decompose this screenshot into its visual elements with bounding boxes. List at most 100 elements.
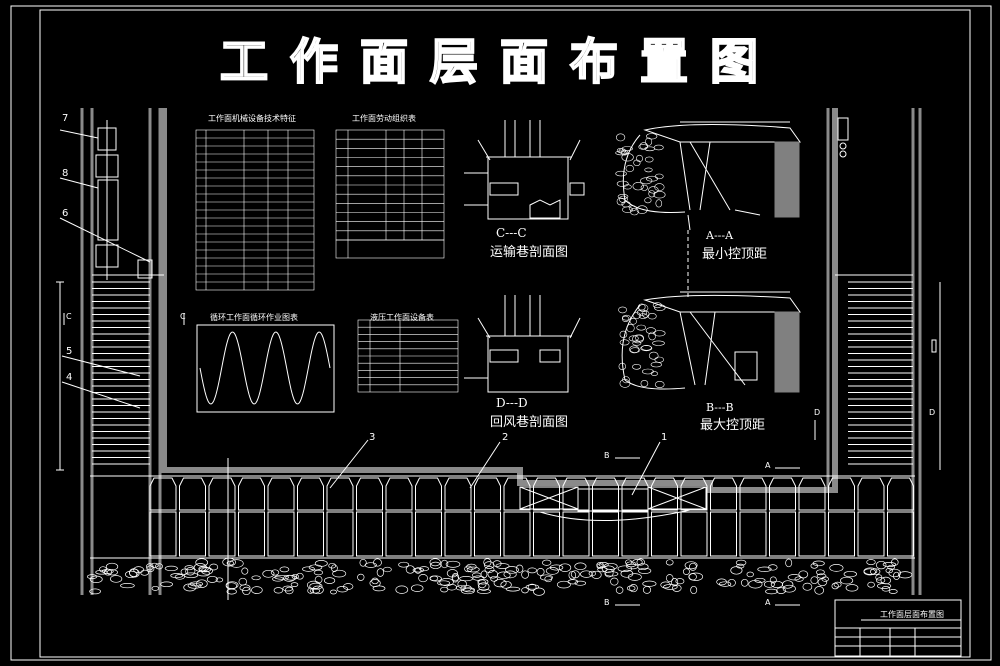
rubble-stone	[840, 576, 854, 585]
rubble-stone	[625, 164, 634, 173]
rubble-stone	[187, 582, 202, 589]
rubble-stone	[309, 582, 323, 590]
rubble-stone	[183, 583, 197, 592]
rubble-stone	[816, 573, 827, 579]
rubble-stone	[549, 564, 564, 571]
rubble-stone	[757, 566, 772, 572]
rubble-stone	[794, 576, 804, 582]
rubble-stone	[376, 568, 385, 577]
rubble-stone	[398, 561, 410, 568]
rubble-stone	[545, 567, 559, 575]
rubble-stone	[383, 566, 392, 573]
inner-border	[39, 9, 971, 658]
rubble-stone	[632, 559, 643, 566]
rubble-stone	[419, 566, 429, 572]
rubble-stone	[625, 559, 633, 565]
rubble-stone	[282, 585, 293, 592]
cut-d-right: D	[929, 408, 936, 417]
rubble-stone	[312, 585, 324, 595]
rubble-stone	[866, 559, 876, 566]
cut-b-bottom: B	[604, 598, 610, 607]
rubble-stone	[652, 340, 665, 346]
support-canopy	[474, 477, 501, 511]
rubble-stone	[626, 585, 636, 591]
rubble-stone	[689, 562, 697, 571]
rubble-stone	[521, 587, 529, 594]
rubble-stone	[621, 315, 630, 323]
rubble-stone	[505, 566, 519, 574]
left-conveyor-ladder	[92, 274, 164, 465]
rubble-stone	[735, 559, 747, 566]
support-canopy	[533, 477, 560, 511]
support-base	[267, 511, 295, 557]
rubble-stone	[558, 563, 572, 572]
rubble-stone	[521, 570, 529, 579]
rubble-stone	[626, 563, 639, 570]
rubble-stone	[629, 347, 641, 353]
rubble-stone	[328, 562, 337, 569]
rubble-stone	[274, 574, 289, 580]
rubble-stone	[591, 570, 602, 579]
rubble-stone	[459, 576, 474, 582]
rubble-stone	[471, 572, 482, 578]
rubble-stone	[639, 142, 648, 150]
titleblock-name: 工作面层面布置图	[880, 610, 944, 619]
support-canopy	[739, 477, 767, 511]
support-base	[828, 511, 855, 557]
rubble-stone	[463, 587, 475, 593]
rubble-stone	[495, 563, 510, 569]
rubble-stone	[880, 576, 892, 585]
support-canopy	[385, 477, 413, 511]
support-base	[651, 511, 678, 557]
rubble-stone	[638, 144, 649, 150]
cut-c-right: C	[180, 312, 186, 321]
rubble-stone	[782, 584, 796, 593]
support-canopy	[208, 477, 236, 511]
rubble-stone	[418, 574, 428, 583]
callout-2: 2	[502, 432, 509, 443]
rubble-stone	[622, 206, 633, 213]
support-base	[238, 511, 265, 557]
rubble-stone	[716, 578, 727, 586]
rubble-stone	[636, 205, 648, 214]
support-base	[680, 511, 708, 557]
rubble-stone	[785, 558, 793, 568]
rubble-stone	[882, 562, 897, 567]
rubble-stone	[601, 565, 615, 573]
rubble-stone	[629, 345, 640, 354]
rubble-stone	[665, 574, 674, 583]
support-base	[562, 511, 590, 557]
rubble-stone	[619, 339, 630, 346]
rubble-stone	[410, 584, 424, 592]
rubble-stone	[414, 567, 422, 574]
rubble-stone	[357, 573, 365, 581]
rubble-stone	[242, 586, 251, 596]
rubble-stone	[650, 361, 662, 368]
rubble-stone	[226, 560, 234, 566]
support-canopy	[798, 477, 826, 511]
support-canopy	[297, 477, 324, 511]
rubble-stone	[542, 559, 552, 566]
rubble-stone	[610, 577, 619, 586]
rubble-stone	[765, 588, 778, 595]
rubble-stone	[539, 574, 553, 581]
support-base	[208, 511, 236, 557]
rubble-stone	[515, 564, 524, 573]
support-canopy	[444, 477, 472, 511]
rubble-stone	[133, 566, 144, 574]
support-base	[739, 511, 767, 557]
rubble-stone	[618, 195, 628, 203]
rubble-stone	[331, 564, 338, 572]
rubble-stone	[270, 569, 280, 576]
rubble-stone	[897, 571, 913, 579]
rubble-stone	[487, 570, 499, 579]
rubble-stone	[405, 565, 415, 574]
section-cc-drawing	[464, 120, 585, 220]
rubble-stone	[642, 586, 652, 594]
rubble-stone	[412, 567, 425, 573]
rubble-stone	[632, 182, 644, 191]
support-canopy	[149, 477, 177, 511]
rubble-stone	[641, 344, 652, 351]
rubble-stone	[193, 563, 207, 572]
